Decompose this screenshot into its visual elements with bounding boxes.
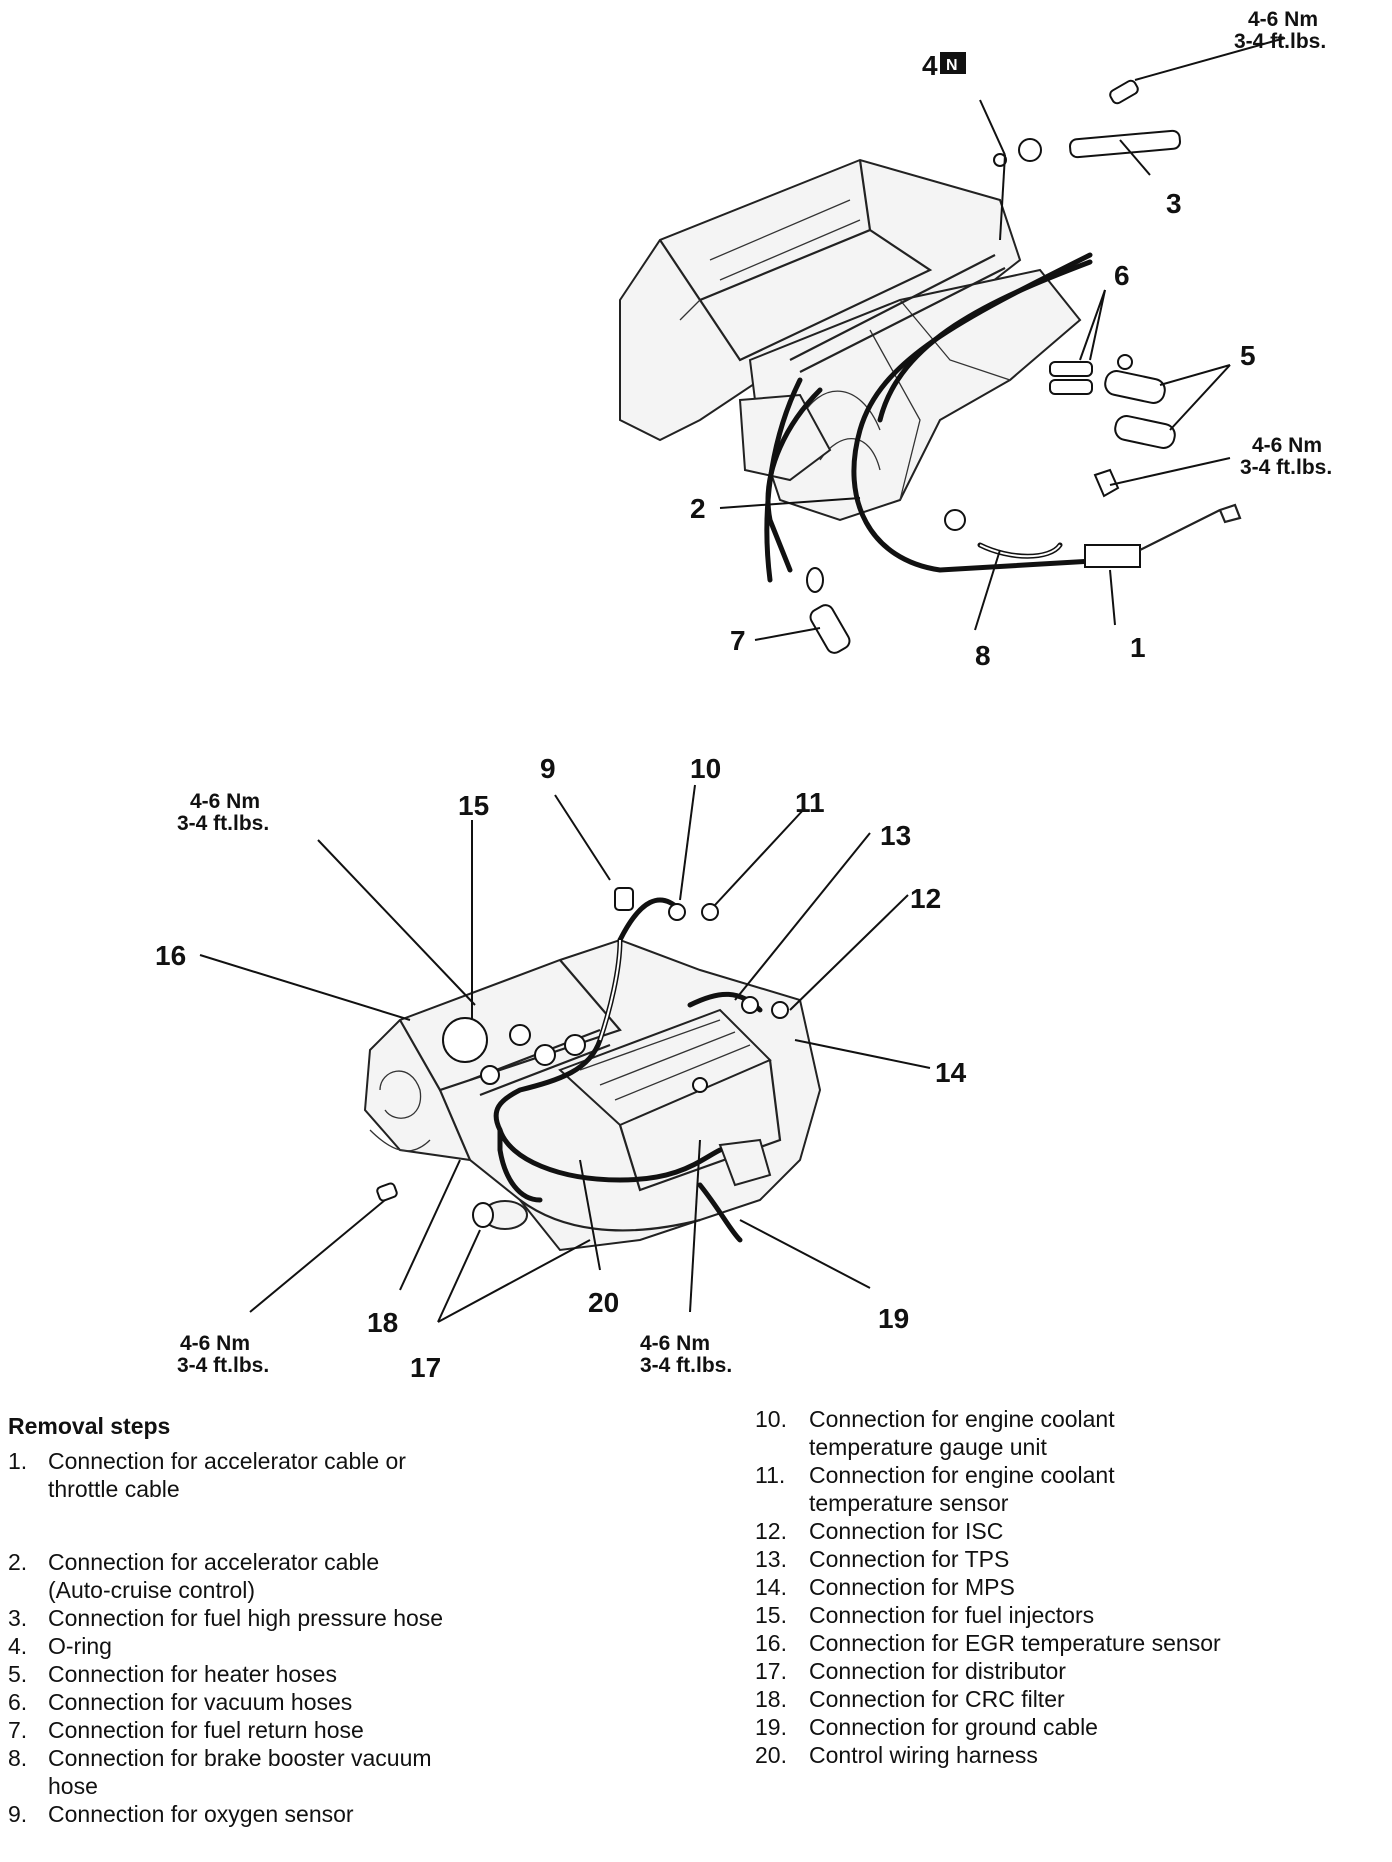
top-engine-illustration	[619, 158, 1082, 522]
list-item: 18.Connection for CRC filter	[755, 1686, 1065, 1712]
list-item: 20.Control wiring harness	[755, 1742, 1038, 1768]
list-item: 3.Connection for fuel high pressure hose	[8, 1605, 444, 1631]
callout-1: 1	[1130, 632, 1146, 663]
callout-10: 10	[690, 753, 721, 784]
torque-ftlbs-bottom-left: 3-4 ft.lbs.	[177, 1354, 269, 1377]
vacuum-hoses-part	[1049, 361, 1093, 395]
list-item: 4.O-ring	[8, 1633, 112, 1659]
bottom-engine-illustration	[363, 938, 822, 1252]
list-item: 9.Connection for oxygen sensor	[8, 1801, 354, 1827]
callout-7: 7	[730, 625, 746, 656]
list-item: 2.Connection for accelerator cable(Auto-…	[8, 1549, 380, 1603]
callout-12: 12	[910, 883, 941, 914]
torque-nm-right: 4-6 Nm	[1252, 434, 1322, 457]
callout-15: 15	[458, 790, 489, 821]
throttle-bracket	[1084, 544, 1141, 568]
list-item: 12.Connection for ISC	[755, 1518, 1004, 1544]
torque-ftlbs-top-left: 3-4 ft.lbs.	[177, 812, 269, 835]
list-item: 5.Connection for heater hoses	[8, 1661, 337, 1687]
list-item: 19.Connection for ground cable	[755, 1714, 1098, 1740]
torque-ftlbs-bottom-mid: 3-4 ft.lbs.	[640, 1354, 732, 1377]
callout-20: 20	[588, 1287, 619, 1318]
fuel-return-hose-part	[806, 567, 851, 654]
bolt-icon	[1093, 468, 1120, 498]
heater-hose-connectors-part	[1104, 354, 1176, 449]
torque-ftlbs-top: 3-4 ft.lbs.	[1234, 30, 1326, 53]
removal-steps-title: Removal steps	[8, 1413, 171, 1439]
callout-5: 5	[1240, 340, 1256, 371]
callout-6: 6	[1114, 260, 1130, 291]
list-item: 13.Connection for TPS	[755, 1546, 1010, 1572]
callout-18: 18	[367, 1307, 398, 1338]
callout-19: 19	[878, 1303, 909, 1334]
callout-13: 13	[880, 820, 911, 851]
callout-9: 9	[540, 753, 556, 784]
torque-nm-top: 4-6 Nm	[1248, 8, 1318, 31]
callout-11: 11	[795, 787, 825, 818]
list-item: 15.Connection for fuel injectors	[755, 1602, 1095, 1628]
list-item: 17.Connection for distributor	[755, 1658, 1066, 1684]
list-item: 14.Connection for MPS	[755, 1574, 1015, 1600]
removal-steps-section: Removal steps 1.Connection for accelerat…	[0, 1405, 1392, 1862]
list-item: 7.Connection for fuel return hose	[8, 1717, 364, 1743]
torque-ftlbs-right: 3-4 ft.lbs.	[1240, 456, 1332, 479]
fuel-high-pressure-hose-part	[993, 79, 1181, 167]
list-item: 16.Connection for EGR temperature sensor	[755, 1630, 1221, 1656]
new-part-tag: N	[946, 57, 958, 74]
callout-16: 16	[155, 940, 186, 971]
callout-4: 4	[922, 50, 938, 81]
torque-nm-top-left: 4-6 Nm	[190, 790, 260, 813]
callout-14: 14	[935, 1057, 967, 1088]
callout-17: 17	[410, 1352, 441, 1383]
engine-disassembly-diagram: N 1 2 3 4 5 6 7 8 4-6 Nm 3-4 ft.lbs. 4-6…	[155, 8, 1332, 1383]
callout-3: 3	[1166, 188, 1182, 219]
torque-nm-bottom-mid: 4-6 Nm	[640, 1332, 710, 1355]
list-item: 6.Connection for vacuum hoses	[8, 1689, 353, 1715]
torque-nm-bottom-left: 4-6 Nm	[180, 1332, 250, 1355]
callout-8: 8	[975, 640, 991, 671]
callout-2: 2	[690, 493, 706, 524]
